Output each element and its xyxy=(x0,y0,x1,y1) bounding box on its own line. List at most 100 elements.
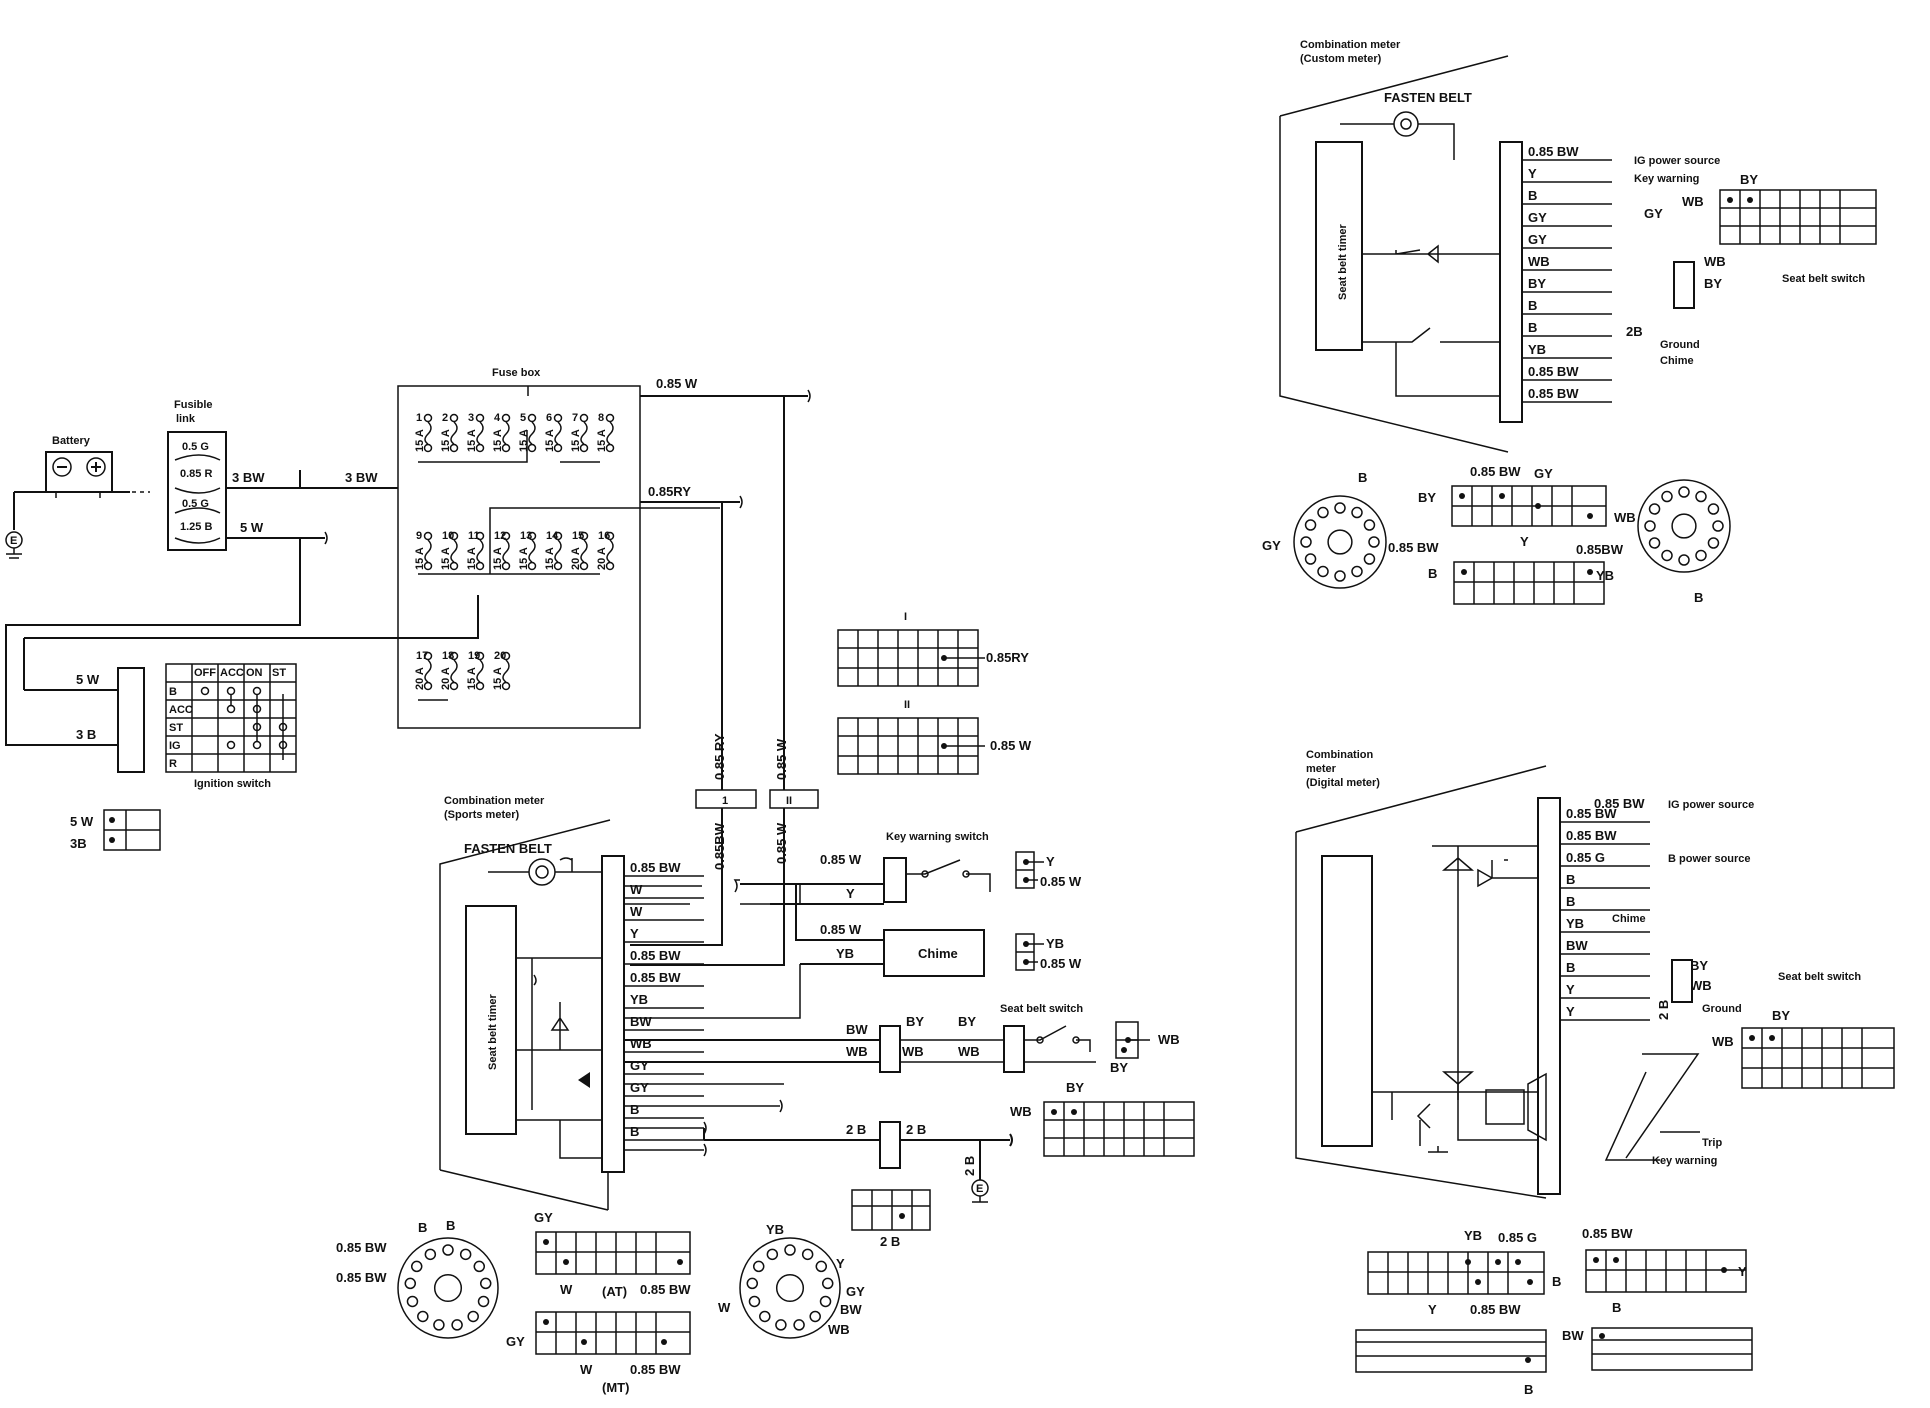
svg-text:0.85 BW: 0.85 BW xyxy=(336,1270,387,1285)
svg-text:0.85BW: 0.85BW xyxy=(712,822,727,870)
svg-text:B: B xyxy=(1528,320,1537,335)
svg-text:1: 1 xyxy=(416,412,422,424)
svg-text:Y: Y xyxy=(1528,166,1537,181)
svg-text:17: 17 xyxy=(416,650,428,662)
svg-text:Key warning: Key warning xyxy=(1652,1155,1717,1167)
svg-text:YB: YB xyxy=(1596,568,1614,583)
key-warning-connector: Y 0.85 W xyxy=(1015,851,1082,889)
svg-text:14: 14 xyxy=(546,530,559,542)
svg-text:E: E xyxy=(976,1183,983,1195)
svg-text:WB: WB xyxy=(1690,978,1712,993)
svg-text:3 BW: 3 BW xyxy=(232,470,265,485)
svg-text:Chime: Chime xyxy=(1612,913,1646,925)
svg-text:WB: WB xyxy=(1712,1034,1734,1049)
svg-text:meter: meter xyxy=(1306,763,1337,775)
svg-text:B: B xyxy=(1694,590,1703,605)
svg-text:0.85RY: 0.85RY xyxy=(986,650,1029,665)
svg-text:BY: BY xyxy=(1772,1008,1790,1023)
svg-text:3B: 3B xyxy=(70,836,87,851)
svg-text:13: 13 xyxy=(520,530,532,542)
svg-text:WB: WB xyxy=(958,1044,980,1059)
round-connector-right: YB Y GY W BW WB xyxy=(718,1222,865,1339)
svg-text:0.85 BW: 0.85 BW xyxy=(630,860,681,875)
svg-text:BW: BW xyxy=(630,1014,652,1029)
svg-text:IG: IG xyxy=(169,740,181,752)
svg-text:Combination meter: Combination meter xyxy=(1300,39,1401,51)
svg-text:BY: BY xyxy=(1110,1060,1128,1075)
svg-text:FASTEN BELT: FASTEN BELT xyxy=(464,841,552,856)
svg-text:20 A: 20 A xyxy=(440,667,452,690)
fusible-link: Fusible link 0.5 G 0.85 R 0.5 G 1.25 B xyxy=(167,399,227,551)
connector-5w-3b: 5 W 3B xyxy=(70,809,161,851)
svg-text:Y: Y xyxy=(1520,534,1529,549)
svg-text:B: B xyxy=(1552,1274,1561,1289)
svg-text:YB: YB xyxy=(1464,1228,1482,1243)
svg-text:R: R xyxy=(169,758,177,770)
svg-text:0.85 BW: 0.85 BW xyxy=(1528,144,1579,159)
svg-text:1: 1 xyxy=(722,795,728,807)
svg-text:YB: YB xyxy=(1566,916,1584,931)
svg-text:0.85 BW: 0.85 BW xyxy=(630,948,681,963)
svg-text:0.85 BW: 0.85 BW xyxy=(336,1240,387,1255)
svg-text:7: 7 xyxy=(572,412,578,424)
svg-text:IG power source: IG power source xyxy=(1634,155,1720,167)
fuse-box-title: Fuse box xyxy=(492,367,541,379)
svg-text:15 A: 15 A xyxy=(518,429,530,452)
custom-meter: Combination meter (Custom meter) FASTEN … xyxy=(1279,39,1877,453)
svg-text:WB: WB xyxy=(902,1044,924,1059)
svg-text:15 A: 15 A xyxy=(492,547,504,570)
svg-text:GY: GY xyxy=(1534,466,1553,481)
svg-text:B: B xyxy=(1612,1300,1621,1315)
svg-text:(AT): (AT) xyxy=(602,1284,627,1299)
svg-text:BY: BY xyxy=(1690,958,1708,973)
svg-text:15 A: 15 A xyxy=(492,667,504,690)
svg-text:Seat belt timer: Seat belt timer xyxy=(487,993,499,1070)
svg-text:15 A: 15 A xyxy=(570,429,582,452)
svg-text:6: 6 xyxy=(546,412,552,424)
svg-text:IG power source: IG power source xyxy=(1668,799,1754,811)
svg-text:0.5 G: 0.5 G xyxy=(182,441,209,453)
custom-connector-wb-by: WB BY xyxy=(1682,172,1877,245)
svg-text:Y: Y xyxy=(1566,982,1575,997)
svg-text:Y: Y xyxy=(1428,1302,1437,1317)
svg-text:Y: Y xyxy=(1046,854,1055,869)
svg-text:0.85 W: 0.85 W xyxy=(656,376,698,391)
svg-text:B: B xyxy=(418,1220,427,1235)
svg-text:(MT): (MT) xyxy=(602,1380,629,1395)
svg-text:BW: BW xyxy=(1562,1328,1584,1343)
svg-text:5 W: 5 W xyxy=(70,814,94,829)
rect-connector-mt: GY W 0.85 BW (MT) xyxy=(506,1311,691,1395)
svg-text:15 A: 15 A xyxy=(414,429,426,452)
svg-text:0.85BW: 0.85BW xyxy=(1576,542,1624,557)
svg-text:0.85 G: 0.85 G xyxy=(1566,850,1605,865)
svg-text:15 A: 15 A xyxy=(492,429,504,452)
svg-text:0.85 BW: 0.85 BW xyxy=(630,1362,681,1377)
svg-text:E: E xyxy=(10,535,17,547)
svg-text:WB: WB xyxy=(1010,1104,1032,1119)
svg-text:B: B xyxy=(630,1102,639,1117)
svg-text:B power source: B power source xyxy=(1668,853,1751,865)
svg-text:2 B: 2 B xyxy=(846,1122,866,1137)
svg-text:BY: BY xyxy=(958,1014,976,1029)
svg-text:YB: YB xyxy=(630,992,648,1007)
svg-text:15 A: 15 A xyxy=(440,547,452,570)
svg-text:ST: ST xyxy=(272,667,286,679)
svg-text:B: B xyxy=(1428,566,1437,581)
svg-text:II: II xyxy=(904,699,910,711)
svg-text:Key warning switch: Key warning switch xyxy=(886,831,989,843)
connector-wb-by-left: WB BY xyxy=(1010,1080,1195,1157)
svg-text:YB: YB xyxy=(766,1222,784,1237)
round-connector-left: 0.85 BW 0.85 BW B B xyxy=(336,1218,499,1339)
svg-text:B: B xyxy=(446,1218,455,1233)
svg-text:(Custom meter): (Custom meter) xyxy=(1300,53,1382,65)
svg-text:0.85 BW: 0.85 BW xyxy=(1566,806,1617,821)
fuse-8: 815 A xyxy=(596,412,615,453)
